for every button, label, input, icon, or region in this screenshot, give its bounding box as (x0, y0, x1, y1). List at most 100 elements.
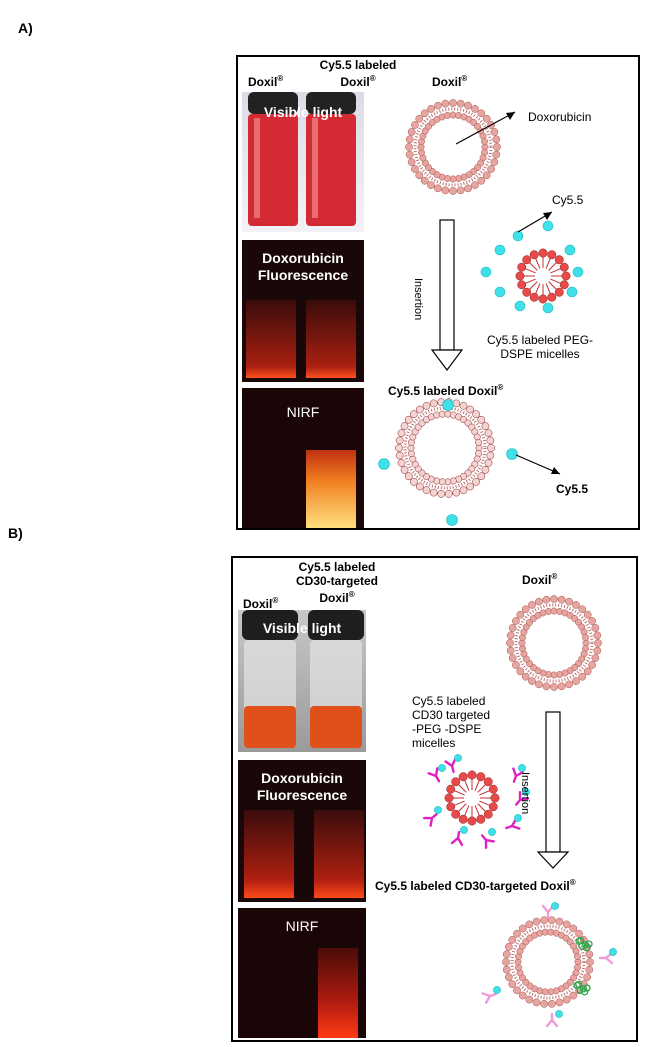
lipid-head (422, 486, 431, 494)
panel-a-fluorescence-photo: Doxorubicin Fluorescence (242, 240, 364, 382)
lipid-head (477, 415, 486, 424)
lipid-head (415, 114, 424, 123)
protein-icon (575, 936, 593, 952)
panel-b-header-doxil: Doxil® (243, 596, 279, 611)
panel-a-visible-light-photo: Visible light (242, 92, 364, 232)
lipid-head (528, 601, 536, 609)
lipid-head (506, 646, 515, 655)
lipid-head (585, 950, 594, 959)
antibody-icon (450, 830, 464, 846)
lipid-head (409, 477, 418, 486)
lipid-head (452, 488, 461, 497)
cy55-dye (542, 220, 554, 232)
panel-b-header-target: Cy5.5 labeled CD30-targeted Doxil® (295, 560, 379, 605)
lipid-head (487, 165, 495, 173)
micelle-head (547, 250, 557, 260)
panel-b-micelle-label: Cy5.5 labeled CD30 targeted -PEG -DSPE m… (412, 694, 491, 750)
panel-b-label: B) (8, 525, 23, 541)
panel-a-cy55-label: Cy5.5 (552, 193, 584, 207)
lipid-head (397, 459, 406, 467)
lipid-head (542, 595, 551, 604)
lipid-head (405, 143, 413, 151)
panel-a-header-cy55: Cy5.5 labeled Doxil® (319, 58, 397, 89)
lipid-head (395, 444, 403, 452)
panel-b-fluorescence-photo: Doxorubicin Fluorescence (238, 760, 366, 902)
micelle-head (488, 802, 498, 812)
antibody-icon (422, 812, 438, 827)
micelle-head (515, 271, 525, 281)
lipid-head (400, 466, 409, 474)
lipid-head (449, 99, 457, 107)
lipid-head (562, 995, 571, 1004)
lipid-head (532, 998, 541, 1007)
lipid-head (477, 109, 486, 118)
lipid-head (540, 916, 548, 925)
lipid-head (487, 444, 495, 452)
panel-a-header-doxil: Doxil® (248, 74, 284, 89)
lipid-head (583, 973, 592, 982)
micelle-head (538, 294, 548, 304)
lipid-head (482, 171, 491, 180)
micelle-head (554, 287, 564, 297)
antibody-icon (541, 904, 555, 920)
lipid-head (582, 633, 589, 641)
lipid-head (512, 661, 520, 669)
lipid-head (583, 610, 592, 619)
lipid-head (588, 617, 596, 625)
micelle-head (517, 262, 527, 272)
lipid-head (405, 135, 414, 144)
cy55-dye (514, 300, 526, 312)
cy55-dye (488, 828, 496, 836)
protein-icon (573, 980, 591, 996)
lipid-head (472, 410, 481, 419)
micelle-head (559, 280, 569, 290)
lipid-head (565, 597, 573, 606)
lipid-head (550, 683, 558, 691)
lipid-head (449, 187, 457, 195)
lipid-head (481, 137, 488, 145)
lipid-head (459, 402, 468, 410)
micelle-head (554, 255, 564, 265)
micelle-head (529, 250, 539, 260)
lipid-head (588, 661, 596, 669)
micelle-head (529, 292, 539, 302)
lipid-head (583, 667, 592, 676)
micelle-head (476, 772, 486, 782)
panel-b-visible-light-photo: Visible light (238, 610, 366, 752)
micelle-head (547, 292, 557, 302)
cy55-dye (442, 399, 454, 411)
lipid-head (578, 672, 587, 681)
lipid-head (486, 436, 495, 445)
liposome-doxil (405, 99, 501, 195)
lipid-head (572, 677, 580, 685)
panel-b-nirf-photo: NIRF (238, 908, 366, 1038)
lipid-head (548, 999, 556, 1008)
cy55-dye (434, 806, 442, 814)
lipid-head (565, 680, 573, 689)
lipid-head (481, 422, 490, 430)
panel-b-visible-light-caption: Visible light (262, 620, 342, 636)
lipid-head (434, 184, 442, 193)
lipid-head (513, 929, 521, 938)
lipid-head (508, 654, 517, 662)
lipid-head (535, 680, 543, 689)
micelle-head (476, 814, 486, 824)
lipid-head (441, 99, 450, 108)
lipid-head (475, 438, 482, 446)
lipid-head (502, 950, 511, 959)
liposome-cy55-labeled (378, 398, 518, 526)
lipid-head (404, 415, 413, 424)
lipid-head (569, 924, 578, 933)
lipid-head (557, 682, 566, 691)
micelle-cy55 (480, 220, 584, 314)
lipid-head (508, 936, 517, 944)
micelle-head (517, 280, 527, 290)
lipid-head (557, 595, 566, 604)
antibody-icon (598, 951, 614, 965)
panel-b-nirf-caption: NIRF (285, 918, 319, 934)
lipid-head (528, 677, 536, 685)
lipid-head (411, 165, 419, 173)
lipid-head (513, 986, 521, 995)
lipid-head (404, 472, 413, 481)
